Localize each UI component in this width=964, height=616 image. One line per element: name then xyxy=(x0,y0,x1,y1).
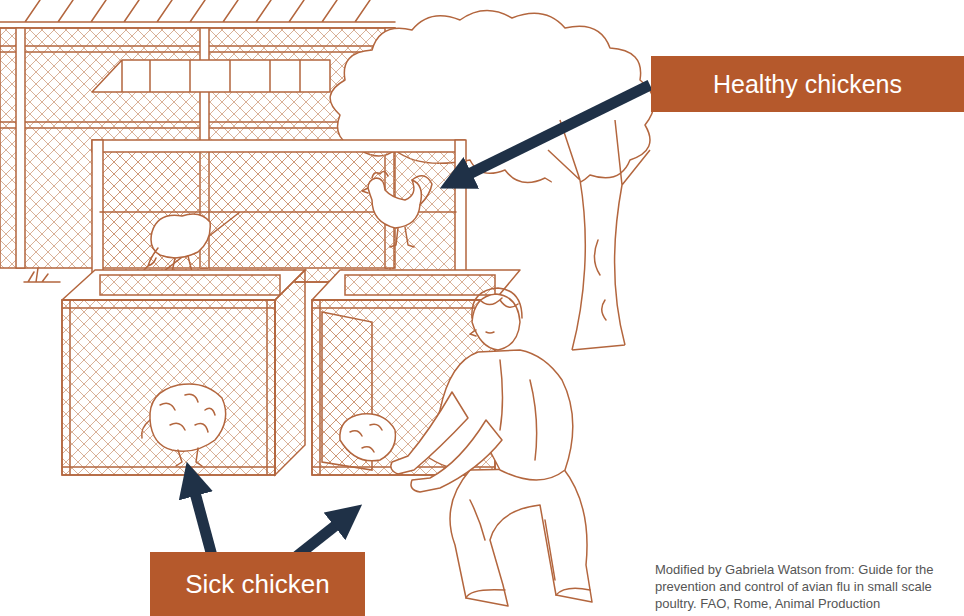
credit-note: Modified by Gabriela Watson from: Guide … xyxy=(655,561,960,612)
tree-bark xyxy=(594,240,606,320)
held-hen-feathers xyxy=(350,424,382,452)
man-legs xyxy=(450,468,592,606)
label-box: Healthy chickens xyxy=(651,56,964,112)
coop-frame xyxy=(92,140,465,152)
coop-mesh xyxy=(100,150,460,282)
tree-trunk xyxy=(548,120,650,350)
coop-post xyxy=(455,140,466,290)
held-hen xyxy=(340,414,396,461)
cage-top-mesh xyxy=(345,275,495,295)
sick-hen-feathers xyxy=(142,394,215,466)
label-text: Sick chicken xyxy=(185,569,330,600)
cage-top xyxy=(62,270,305,300)
hen xyxy=(151,214,210,258)
rooster-comb xyxy=(362,171,432,247)
grass-tuft xyxy=(24,268,60,282)
cage-frame xyxy=(62,300,275,475)
label-box: Sick chicken xyxy=(150,552,365,616)
wall-post xyxy=(16,28,25,268)
cage-side xyxy=(275,270,305,475)
cage-front xyxy=(62,300,275,475)
rooster xyxy=(368,178,421,228)
coop-roof xyxy=(92,60,330,92)
man-arm xyxy=(411,420,502,492)
leader-arrow xyxy=(194,489,212,556)
roof-slats xyxy=(0,0,395,28)
leader-arrow xyxy=(465,85,650,176)
man-hair xyxy=(470,288,522,336)
leader-arrow xyxy=(297,522,340,556)
label-text: Healthy chickens xyxy=(713,70,902,99)
clothing-folds xyxy=(466,360,590,598)
cage-top-mesh xyxy=(100,275,280,295)
coop-post xyxy=(92,140,103,290)
hen-head xyxy=(144,248,192,272)
